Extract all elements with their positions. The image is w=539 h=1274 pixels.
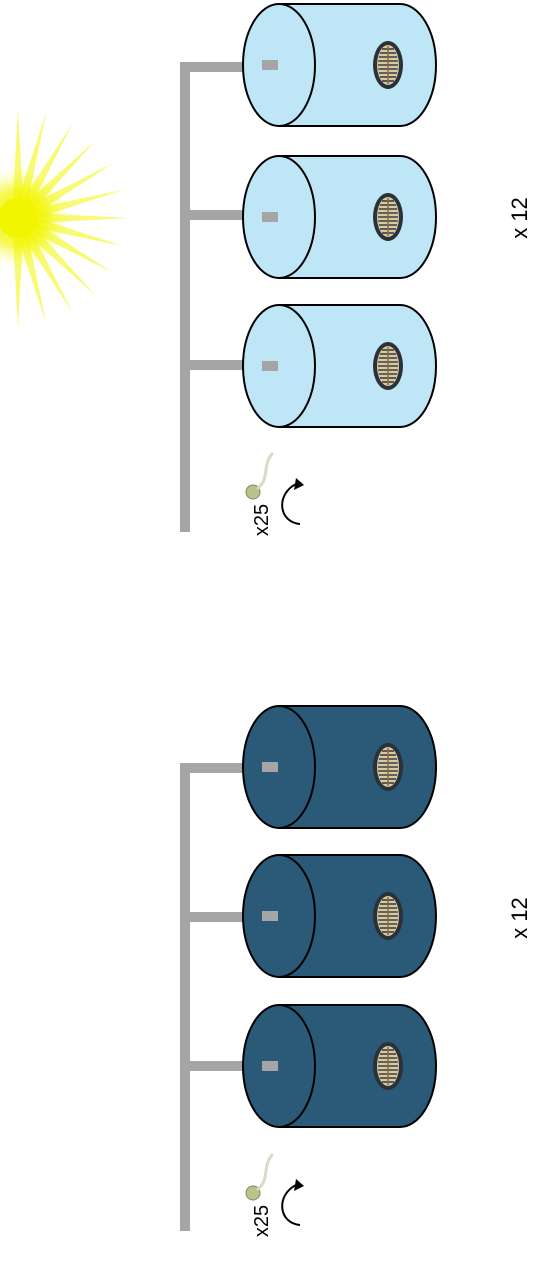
tank-end (242, 1004, 316, 1128)
cowrie-shell-icon (373, 1042, 403, 1090)
sun-core (0, 198, 38, 238)
tank-body (278, 1004, 437, 1128)
tank (242, 1004, 437, 1128)
sun-ray (15, 212, 114, 273)
rotation-arc (281, 483, 301, 525)
air-pipe-branch (180, 1061, 278, 1071)
rotation-arrow-icon (281, 1179, 304, 1226)
sun-ray (12, 122, 73, 221)
larva-head (245, 484, 261, 500)
tank-body (278, 705, 437, 829)
air-pipe-branch (180, 360, 278, 370)
tank-group-dark (242, 705, 437, 1128)
tank-end (242, 854, 316, 978)
sun-ray (13, 140, 96, 223)
larva-head (245, 1185, 261, 1201)
sperm-larva-icon (245, 452, 274, 500)
air-manifold-light (180, 62, 278, 532)
tank-body (278, 3, 437, 127)
air-pipe-branch (180, 912, 278, 922)
panel-light: x25 x 12 (0, 3, 532, 536)
tank (242, 705, 437, 829)
air-pipe-branch (180, 210, 278, 220)
air-pipe-branch (180, 763, 278, 773)
air-pipe-tip (262, 1061, 278, 1071)
air-pipe-tip (262, 911, 278, 921)
tank-body (278, 304, 437, 428)
sun-ray (12, 111, 47, 220)
rotation-arrowhead (294, 478, 304, 490)
cowrie-shell-icon (373, 892, 403, 940)
tank (242, 3, 437, 127)
air-manifold-dark (180, 763, 278, 1231)
larva-group-light: x25 (245, 452, 304, 536)
tank-body (278, 155, 437, 279)
multiplier-label-light: x 12 (507, 197, 532, 239)
cowrie-shell-icon (373, 41, 403, 89)
air-pipe-tip (262, 361, 278, 371)
tank-group-light (242, 3, 437, 428)
larvae-count-label: x25 (251, 1205, 273, 1237)
air-pipe-tip (262, 762, 278, 772)
rotation-arrow-icon (281, 478, 304, 525)
air-pipe-tip (262, 212, 278, 222)
sun-ray (12, 218, 24, 328)
panel-dark: x25 x 12 (180, 705, 532, 1237)
tank (242, 304, 437, 428)
tank-end (242, 304, 316, 428)
cowrie-shell-icon (373, 193, 403, 241)
multiplier-label-dark: x 12 (507, 897, 532, 939)
tank (242, 155, 437, 279)
air-pipe-tip (262, 60, 278, 70)
air-pipe-main (180, 763, 190, 1231)
rotation-arc (281, 1184, 301, 1226)
sperm-larva-icon (245, 1153, 274, 1201)
larva-tail (256, 452, 274, 490)
cowrie-shell-icon (373, 342, 403, 390)
air-pipe-branch (180, 62, 278, 72)
rotation-arrowhead (294, 1179, 304, 1191)
tank-body (278, 854, 437, 978)
sun-icon (0, 108, 128, 328)
sun-ray (13, 213, 96, 296)
tank-end (242, 705, 316, 829)
larva-group-dark: x25 (245, 1153, 304, 1237)
larvae-count-label: x25 (251, 504, 273, 536)
air-pipe-main (180, 62, 190, 532)
larva-tail (256, 1153, 274, 1191)
tank-end (242, 155, 316, 279)
tank-end (242, 3, 316, 127)
tank (242, 854, 437, 978)
cowrie-shell-icon (373, 743, 403, 791)
sun-ray (16, 212, 125, 247)
